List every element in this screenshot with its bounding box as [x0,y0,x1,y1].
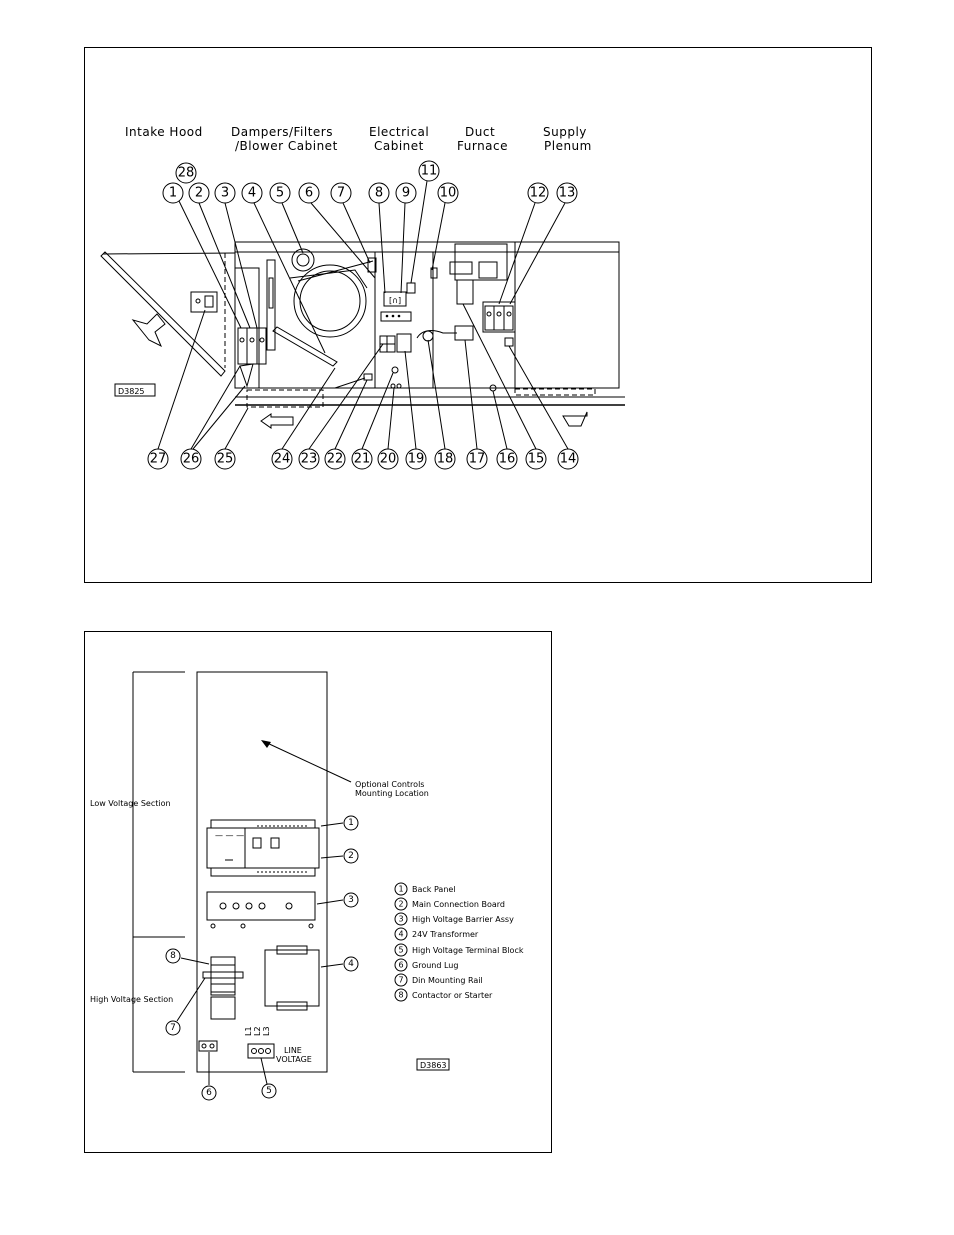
callout-1: 1 [169,186,177,201]
legend-text-8: Contactor or Starter [412,991,493,1000]
legend-num-7: 7 [398,976,403,985]
callout-24: 24 [274,452,291,467]
callout-2: 2 [195,186,203,201]
terminal-block: L1 L2 L3 [244,1026,275,1059]
legend-num-5: 5 [398,946,403,955]
legend-num-1: 1 [398,885,403,894]
intake-airflow-arrow-icon [131,313,166,348]
contactor-din-rail [202,956,244,1020]
callout-19: 19 [408,452,425,467]
legend-num-3: 3 [398,915,403,924]
callout-5: 5 [276,186,284,201]
header-intake-hood: Intake Hood [125,125,203,139]
electrical-panel-frame: Low Voltage Section High Voltage Section… [84,631,552,1153]
line-label: LINE [284,1046,302,1055]
callout-23: 23 [301,452,318,467]
panel-callout-3: 3 [348,895,354,905]
header-electrical: Electrical [369,125,429,139]
drawing-code-d3825: D3825 [118,387,145,396]
main-connection-board: — — — [206,819,320,877]
callout-18: 18 [437,452,454,467]
header-furnace: Furnace [457,139,508,153]
callout-16: 16 [499,452,516,467]
callout-28: 28 [178,166,195,181]
electrical-panel-diagram: Low Voltage Section High Voltage Section… [90,671,524,1101]
legend-num-4: 4 [398,930,403,939]
legend-text-3: High Voltage Barrier Assy [412,915,514,924]
legend-text-1: Back Panel [412,885,456,894]
callout-13: 13 [559,186,576,201]
header-plenum: Plenum [544,139,592,153]
callout-25: 25 [217,452,234,467]
panel-callout-2: 2 [348,851,354,861]
callout-12: 12 [530,186,547,201]
panel-callout-5: 5 [266,1086,272,1096]
legend-num-6: 6 [398,961,403,970]
voltage-label: VOLTAGE [276,1055,312,1064]
callout-20: 20 [380,452,397,467]
legend-text-4: 24V Transformer [412,930,479,939]
terminal-label-l2: L2 [253,1026,262,1036]
legend-text-2: Main Connection Board [412,900,505,909]
callout-6: 6 [305,186,313,201]
high-voltage-barrier [206,891,316,929]
callout-26: 26 [183,452,200,467]
callout-14: 14 [560,452,577,467]
supply-airflow-arrow-icon [562,411,588,427]
callout-22: 22 [327,452,344,467]
unit-layout-diagram: Intake Hood Dampers/Filters /Blower Cabi… [100,125,625,470]
high-voltage-section-label: High Voltage Section [90,995,173,1004]
legend-text-6: Ground Lug [412,961,458,970]
callout-11: 11 [421,164,438,179]
callout-17: 17 [469,452,486,467]
mounting-location-label: Mounting Location [355,789,429,798]
callout-4: 4 [248,186,256,201]
back-panel [196,671,328,1073]
header-duct: Duct [465,125,495,139]
unit-body: [∩] D3825 [100,241,625,429]
terminal-label-l3: L3 [262,1026,271,1036]
panel-callout-6: 6 [206,1088,212,1098]
return-airflow-arrow-icon [260,413,294,429]
header-supply: Supply [543,125,587,139]
callouts-bottom: 27 26 25 24 23 22 21 20 19 18 17 16 15 1… [147,448,579,470]
panel-callout-8: 8 [170,951,176,961]
svg-text:— — —: — — — [215,831,244,840]
legend-text-7: Din Mounting Rail [412,976,483,985]
terminal-label-l1: L1 [244,1026,253,1036]
panel-callout-7: 7 [170,1023,176,1033]
callout-27: 27 [150,452,167,467]
legend: 1 Back Panel 2 Main Connection Board 3 H… [394,882,524,1002]
transformer [264,945,320,1011]
header-cabinet: Cabinet [374,139,424,153]
callout-7: 7 [337,186,345,201]
callout-9: 9 [402,186,410,201]
callout-3: 3 [221,186,229,201]
legend-text-5: High Voltage Terminal Block [412,946,524,955]
optional-controls-label: Optional Controls [355,780,424,789]
header-dampers-filters: Dampers/Filters [231,125,333,139]
svg-text:[∩]: [∩] [389,296,401,305]
callout-8: 8 [375,186,383,201]
header-blower-cabinet: /Blower Cabinet [235,139,338,153]
legend-num-2: 2 [398,900,403,909]
unit-layout-panel: Intake Hood Dampers/Filters /Blower Cabi… [84,47,872,583]
panel-callouts: 1 2 3 4 8 7 6 5 [165,815,359,1101]
callout-15: 15 [528,452,545,467]
callout-10: 10 [440,186,457,201]
leader-lines [157,180,569,450]
callouts-top: 28 1 2 3 4 5 6 7 8 9 11 10 12 13 [162,160,578,204]
low-voltage-section-label: Low Voltage Section [90,799,171,808]
legend-num-8: 8 [398,991,403,1000]
drawing-code-d3863: D3863 [420,1061,447,1070]
ground-lug [198,1040,218,1052]
callout-21: 21 [354,452,371,467]
panel-callout-4: 4 [348,959,354,969]
panel-callout-1: 1 [348,818,354,828]
